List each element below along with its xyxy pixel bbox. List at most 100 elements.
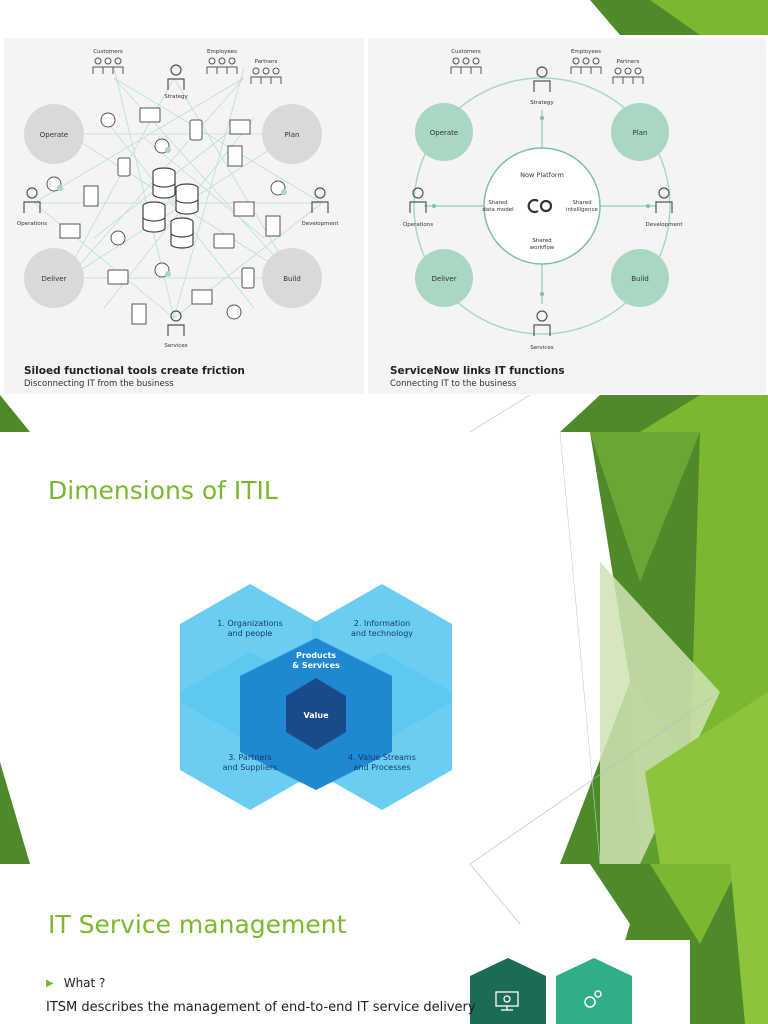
headset-icon-2: [110, 230, 126, 246]
shared-data-model-label: Shared: [488, 200, 507, 206]
shared-workflow-label-2: workflow: [530, 245, 555, 251]
laptop-icon-3: [107, 269, 129, 285]
right-caption-title: ServiceNow links IT functions: [390, 365, 565, 377]
services-person-icon: [533, 310, 551, 336]
org-people-label-2: and people: [228, 629, 273, 638]
build-label: Build: [631, 275, 649, 283]
email-icon-2: [59, 223, 81, 239]
partners-suppliers-label-2: and Suppliers: [223, 763, 278, 772]
strategy-person-icon: [533, 66, 551, 92]
development-label: Development: [645, 222, 683, 228]
slide-title: IT Service management: [48, 910, 347, 939]
phone-icon: [117, 157, 131, 177]
email-icon: [229, 119, 251, 135]
deliver-label: Deliver: [42, 275, 67, 283]
customers-label: Customers: [451, 49, 481, 55]
report-icon-2: [83, 185, 99, 207]
strategy-person-icon: [167, 64, 185, 90]
value-label: Value: [303, 711, 329, 720]
partners-label: Partners: [617, 59, 640, 65]
plan-label: Plan: [285, 131, 300, 139]
operate-node: [24, 104, 84, 164]
development-person-icon: [655, 187, 673, 213]
employees-label: Employees: [571, 49, 601, 55]
report-icon-3: [265, 215, 281, 237]
shared-intelligence-label-2: intelligence: [566, 207, 599, 213]
value-streams-label: 4. Value Streams: [348, 753, 416, 762]
value-streams-label-2: and Processes: [353, 763, 410, 772]
servicenow-figure: Operate Plan Deliver Build Now Platform …: [368, 38, 766, 394]
operations-label: Operations: [403, 222, 433, 228]
strategy-label: Strategy: [164, 94, 188, 100]
bullet-item: ▶ What ?: [46, 976, 105, 990]
services-person-icon: [167, 310, 185, 336]
customers-icon: [450, 57, 482, 74]
employees-icon: [570, 57, 602, 74]
employees-label: Employees: [207, 49, 237, 55]
operate-label: Operate: [430, 129, 458, 137]
laptop-icon-2: [213, 233, 235, 249]
plan-node: [611, 103, 669, 161]
gears-icon: [584, 990, 602, 1008]
build-node: [611, 249, 669, 307]
customers-label: Customers: [93, 49, 123, 55]
slide-title: Dimensions of ITIL: [48, 476, 278, 505]
partners-icon: [250, 67, 282, 84]
slide-2-decoration: [0, 432, 768, 864]
value-hex: [286, 678, 346, 750]
plan-node: [262, 104, 322, 164]
slide-2: Dimensions of ITIL 1. Organizations and …: [0, 432, 768, 864]
deliver-label: Deliver: [432, 275, 457, 283]
operations-person-icon: [409, 187, 427, 213]
partners-label: Partners: [255, 59, 278, 65]
info-tech-label: 2. Information: [354, 619, 410, 628]
slide-3: IT Service management: [0, 864, 768, 1024]
shared-intelligence-label: Shared: [572, 200, 591, 206]
operate-node: [415, 103, 473, 161]
shared-data-model-label-2: data model: [482, 207, 514, 213]
products-services-label: Products: [296, 651, 336, 660]
development-person-icon: [311, 187, 329, 213]
siloed-tools-figure: Operate Plan Deliver Build Customers Emp…: [4, 38, 364, 394]
email-icon-4: [191, 289, 213, 305]
itsm-hexagon-icons: [470, 958, 632, 1024]
deliver-node: [24, 248, 84, 308]
headset-icon-3: [226, 304, 242, 320]
headset-icon: [100, 112, 116, 128]
database-icons: [142, 167, 199, 249]
slide-1: Operate Plan Deliver Build Customers Emp…: [0, 0, 768, 432]
info-tech-label-2: and technology: [351, 629, 413, 638]
shared-workflow-label: Shared: [532, 238, 551, 244]
slide-1-decoration: [0, 0, 768, 432]
deliver-node: [415, 249, 473, 307]
left-caption-subtitle: Disconnecting IT from the business: [24, 379, 174, 389]
org-people-label: 1. Organizations: [217, 619, 283, 628]
plan-label: Plan: [633, 129, 648, 137]
build-node: [262, 248, 322, 308]
report-icon: [227, 145, 243, 167]
itil-dimensions-diagram: 1. Organizations and people 2. Informati…: [180, 584, 452, 810]
now-platform-label: Now Platform: [520, 171, 564, 179]
services-label: Services: [164, 343, 187, 349]
servicenow-logo-icon: [527, 198, 553, 214]
products-services-label-2: & Services: [292, 661, 340, 670]
operations-label: Operations: [17, 221, 47, 227]
report-icon-4: [131, 303, 147, 325]
employees-icon: [206, 57, 238, 74]
laptop-icon: [139, 107, 161, 123]
triangle-bullet-icon: ▶: [46, 977, 54, 989]
operate-label: Operate: [40, 131, 68, 139]
left-caption-title: Siloed functional tools create friction: [24, 365, 245, 377]
operations-person-icon: [23, 187, 41, 213]
partners-suppliers-label: 3. Partners: [228, 753, 271, 762]
itsm-image-panel: [410, 940, 690, 1024]
build-label: Build: [283, 275, 301, 283]
partners-icon: [612, 67, 644, 84]
right-caption-subtitle: Connecting IT to the business: [390, 379, 517, 389]
customers-icon: [92, 57, 124, 74]
email-icon-3: [233, 201, 255, 217]
bullet-text: What ?: [63, 976, 106, 990]
monitor-gear-icon: [495, 991, 519, 1011]
tablet-icon-2: [241, 267, 255, 289]
body-text: ITSM describes the management of end-to-…: [46, 1000, 476, 1015]
